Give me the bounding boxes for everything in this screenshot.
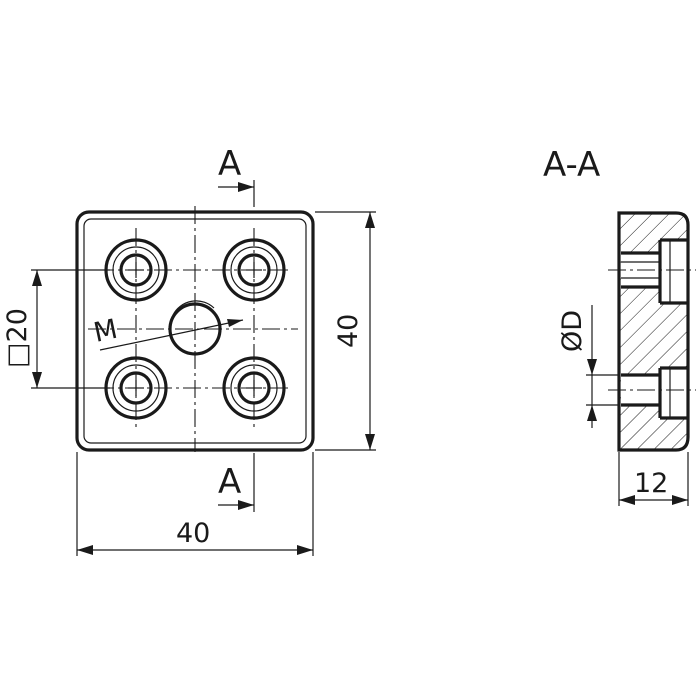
dim-width-label: 40 [176,518,210,549]
section-view: A-A [543,145,696,506]
dimension-width: 40 [76,452,314,556]
counterbore-hole-bottom-left [104,356,168,420]
dimension-bore-diameter: ØD [557,305,619,428]
section-marker-top: A [218,144,255,207]
front-view: M A A 40 [2,144,376,556]
counterbore-hole-bottom-right [222,356,286,420]
section-bore-top [621,238,688,305]
section-label-bottom: A [218,462,241,502]
thread-label: M [91,314,120,349]
section-outline [617,211,690,452]
section-bore-bottom [621,366,688,420]
dimension-height: 40 [315,211,376,451]
section-marker-bottom: A [218,453,255,512]
dimension-thickness: 12 [618,452,689,506]
section-title: A-A [543,145,600,185]
section-label-top: A [218,144,241,184]
dim-thickness-label: 12 [634,468,668,499]
dim-bore-label: ØD [557,310,588,352]
dimension-hole-square: □20 [2,269,110,389]
dim-hole-square-label: □20 [2,308,33,368]
counterbore-hole-top-right [222,238,286,302]
section-body-hatched [619,213,688,450]
dim-height-label: 40 [333,314,364,348]
threaded-hole-center [168,300,222,356]
